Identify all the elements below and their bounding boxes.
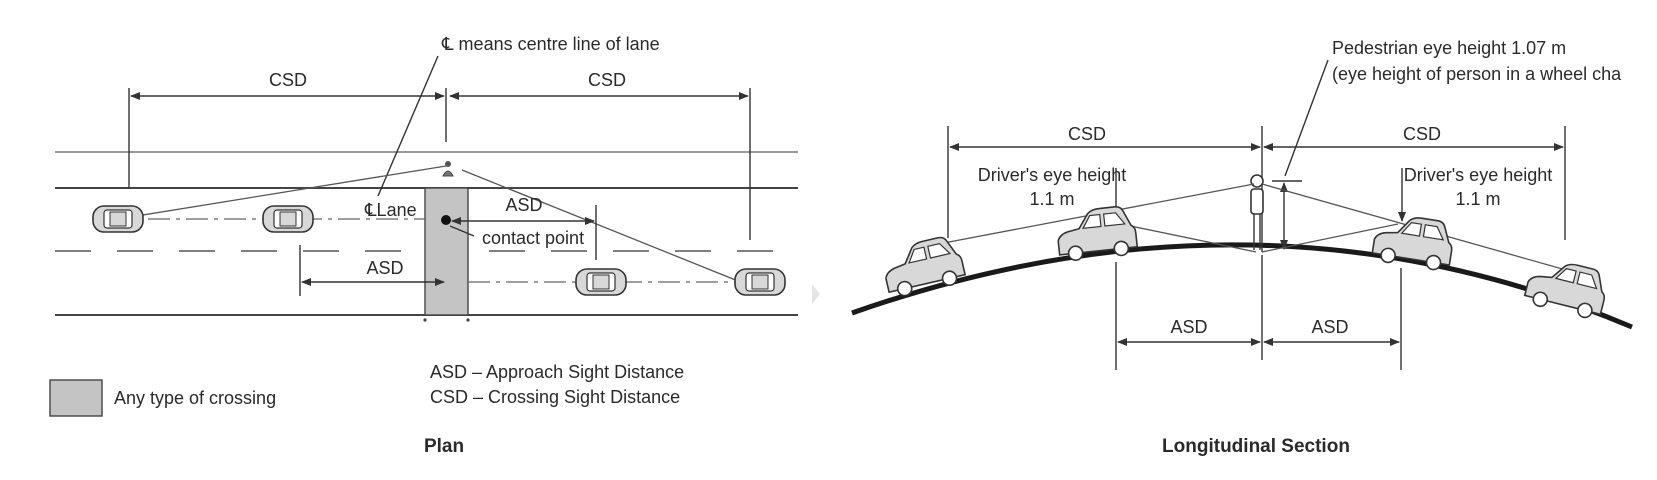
section-sight-line-2 bbox=[1115, 222, 1257, 253]
car-side-view bbox=[1522, 253, 1612, 322]
driver-eye-right-value: 1.1 m bbox=[1455, 189, 1500, 209]
section-csd-left-label: CSD bbox=[1068, 124, 1106, 144]
plan-csd-right-label: CSD bbox=[588, 70, 626, 90]
driver-eye-left-value: 1.1 m bbox=[1029, 189, 1074, 209]
pedestrian-note-leader bbox=[1284, 59, 1329, 177]
sight-line-left bbox=[117, 165, 447, 220]
car-top-view bbox=[734, 268, 786, 296]
asd-definition: ASD – Approach Sight Distance bbox=[430, 362, 684, 382]
sight-line-right bbox=[461, 169, 739, 282]
csd-definition: CSD – Crossing Sight Distance bbox=[430, 387, 680, 407]
section-csd-right-label: CSD bbox=[1403, 124, 1441, 144]
centre-line-note: ℄ means centre line of lane bbox=[441, 34, 660, 54]
car-top-view bbox=[575, 268, 627, 296]
legend-crossing-label: Any type of crossing bbox=[114, 388, 276, 408]
longitudinal-section-view: Pedestrian eye height 1.07 m (eye height… bbox=[851, 38, 1633, 457]
separator-mark bbox=[812, 284, 820, 304]
contact-point-label: contact point bbox=[482, 228, 584, 248]
legend-crossing-swatch bbox=[49, 379, 103, 417]
section-asd-left-label: ASD bbox=[1170, 317, 1207, 337]
driver-eye-right-label: Driver's eye height bbox=[1404, 165, 1553, 185]
plan-view: CSD CSD ℄ means centre line of lane ℄Lan… bbox=[49, 34, 798, 457]
centre-line-leader bbox=[377, 55, 439, 197]
plan-title: Plan bbox=[424, 436, 464, 457]
plan-asd-lower-label: ASD bbox=[366, 258, 403, 278]
plan-csd-left-label: CSD bbox=[269, 70, 307, 90]
pedestrian-eye-note: Pedestrian eye height 1.07 m bbox=[1332, 38, 1566, 58]
section-sight-line-4 bbox=[1261, 223, 1399, 253]
car-top-view bbox=[92, 205, 144, 233]
plan-asd-upper-label: ASD bbox=[505, 195, 542, 215]
pedestrian-eye-note-2: (eye height of person in a wheel cha bbox=[1332, 64, 1622, 84]
car-top-view bbox=[262, 205, 314, 233]
section-asd-right-label: ASD bbox=[1311, 317, 1348, 337]
contact-point-marker bbox=[441, 215, 451, 225]
driver-eye-left-label: Driver's eye height bbox=[978, 165, 1127, 185]
section-title: Longitudinal Section bbox=[1162, 436, 1350, 457]
pedestrian-figure bbox=[1250, 174, 1264, 250]
crest-road-profile bbox=[851, 242, 1633, 330]
pedestrian-icon bbox=[442, 161, 454, 177]
crossing-area bbox=[424, 187, 469, 316]
lane-centre-label: ℄Lane bbox=[364, 200, 417, 220]
